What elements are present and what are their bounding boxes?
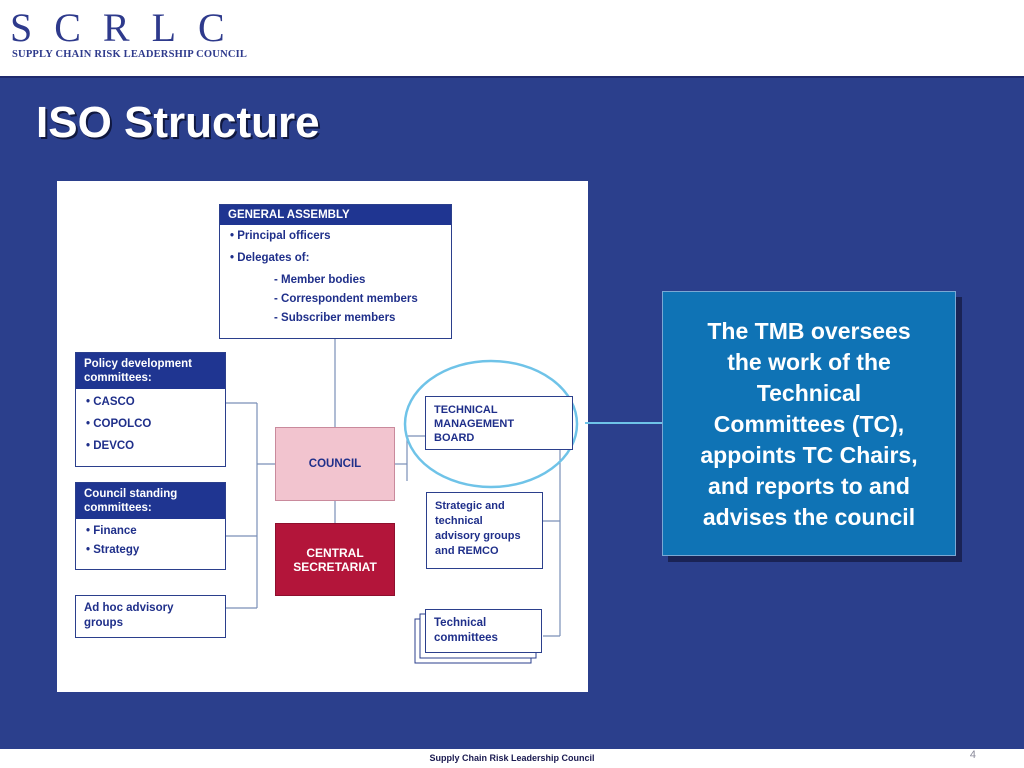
tc-line2: committees: [434, 632, 498, 644]
standing-heading-line2: committees:: [84, 502, 152, 514]
tmb-line1: TECHNICAL: [434, 404, 498, 416]
slide-body: ISO Structure: [0, 78, 1024, 749]
tmb-callout: The TMB oversees the work of the Technic…: [662, 291, 956, 556]
council-label: COUNCIL: [308, 458, 362, 470]
general-assembly-box: GENERAL ASSEMBLY • Principal officers • …: [219, 204, 452, 339]
policy-heading-line1: Policy development: [84, 358, 193, 370]
tmb-line2: MANAGEMENT: [434, 418, 515, 430]
callout-connector: [585, 422, 662, 424]
ad-hoc-groups-box: Ad hoc advisory groups: [75, 595, 226, 638]
ga-subitem-member-bodies: - Member bodies: [274, 274, 366, 286]
secretariat-line1: CENTRAL: [306, 545, 364, 560]
ga-subitem-subscriber: - Subscriber members: [274, 312, 396, 324]
logo-subtitle: SUPPLY CHAIN RISK LEADERSHIP COUNCIL: [12, 49, 248, 60]
tc-line1: Technical: [434, 617, 487, 629]
policy-heading-line2: committees:: [84, 372, 152, 384]
strategic-advisory-box: Strategic and technical advisory groups …: [426, 492, 543, 569]
logo-letters: SCRLC: [10, 5, 247, 50]
general-assembly-heading: GENERAL ASSEMBLY: [220, 205, 451, 225]
central-secretariat-box: CENTRAL SECRETARIAT: [275, 523, 395, 596]
page-number: 4: [969, 749, 976, 761]
technical-committees-box: Technical committees: [425, 609, 542, 653]
callout-line-5: appoints TC Chairs,: [700, 442, 918, 468]
standing-item-strategy: • Strategy: [86, 544, 140, 556]
tmb-highlight-circle: [403, 359, 579, 489]
policy-item-copolco: • COPOLCO: [86, 418, 152, 430]
strategic-line2: technical: [435, 515, 483, 527]
callout-line-7: advises the council: [702, 504, 916, 530]
callout-line-3: Technical: [756, 380, 862, 406]
ad-hoc-line1: Ad hoc advisory: [84, 602, 174, 614]
policy-item-casco: • CASCO: [86, 396, 135, 408]
slide-header: SCRLC SUPPLY CHAIN RISK LEADERSHIP COUNC…: [0, 0, 1024, 76]
strategic-line3: advisory groups: [435, 530, 521, 542]
org-chart-panel: GENERAL ASSEMBLY • Principal officers • …: [57, 181, 588, 692]
council-box: COUNCIL: [275, 427, 395, 501]
footer-text: Supply Chain Risk Leadership Council: [429, 753, 595, 763]
callout-line-4: Committees (TC),: [713, 411, 905, 437]
strategic-line4: and REMCO: [435, 545, 499, 557]
slide-footer: Supply Chain Risk Leadership Council 4: [0, 749, 1024, 768]
tmb-box: TECHNICAL MANAGEMENT BOARD: [425, 396, 573, 450]
secretariat-line2: SECRETARIAT: [293, 559, 377, 574]
policy-item-devco: • DEVCO: [86, 440, 135, 452]
council-standing-heading: Council standing committees:: [76, 483, 225, 519]
strategic-line1: Strategic and: [435, 500, 505, 512]
callout-line-6: and reports to and: [708, 473, 910, 499]
policy-committees-box: Policy development committees: • CASCO •…: [75, 352, 226, 467]
standing-heading-line1: Council standing: [84, 488, 178, 500]
slide-title: ISO Structure: [36, 98, 320, 147]
policy-committees-heading: Policy development committees:: [76, 353, 225, 389]
ga-item-principal-officers: • Principal officers: [230, 230, 331, 242]
header-divider: [0, 76, 1024, 78]
ga-subitem-correspondent: - Correspondent members: [274, 293, 418, 305]
callout-line-2: the work of the: [727, 349, 891, 375]
standing-item-finance: • Finance: [86, 525, 137, 537]
tmb-line3: BOARD: [434, 432, 475, 444]
ga-item-delegates: • Delegates of:: [230, 252, 310, 264]
callout-line-1: The TMB oversees: [707, 318, 911, 344]
council-standing-box: Council standing committees: • Finance •…: [75, 482, 226, 570]
ad-hoc-line2: groups: [84, 617, 123, 629]
